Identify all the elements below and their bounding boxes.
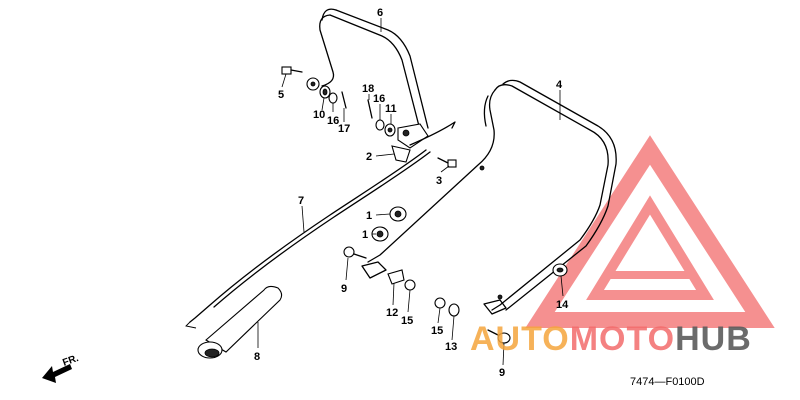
watermark-triangle-icon — [525, 135, 775, 328]
clip-part-2 — [391, 145, 411, 163]
callout-2: 2 — [366, 151, 372, 163]
callout-4: 4 — [556, 79, 563, 91]
callout-13: 13 — [445, 341, 457, 353]
grip-sleeve-part-8 — [197, 285, 283, 359]
washer-part-16a — [328, 92, 338, 104]
washer-part-16b — [375, 119, 385, 131]
nut-part-11 — [384, 123, 396, 137]
callout-1b: 1 — [362, 229, 368, 241]
callout-16b: 16 — [373, 93, 385, 105]
watermark-logo — [525, 135, 775, 328]
nut-part-15b — [434, 297, 446, 309]
bolt-part-5 — [281, 66, 303, 75]
callout-16a: 16 — [327, 115, 339, 127]
front-direction-indicator: FR. — [42, 353, 80, 383]
knob-part-1a — [389, 206, 407, 222]
lower-handle-part-4 — [361, 79, 617, 315]
front-arrow-icon — [42, 364, 72, 383]
knob-part-14 — [552, 263, 568, 277]
svg-text:AUTOMOTOHUB: AUTOMOTOHUB — [470, 320, 752, 358]
watermark-brand-hub: HUB — [675, 320, 752, 358]
callout-11: 11 — [385, 103, 397, 115]
callout-18: 18 — [362, 83, 374, 95]
knob-part-1b — [371, 226, 389, 242]
bolt-part-3 — [437, 157, 457, 168]
upper-handle-part-6 — [306, 8, 429, 149]
pin-part-18 — [367, 99, 373, 119]
callout-10: 10 — [313, 109, 325, 121]
callout-15a: 15 — [401, 315, 413, 327]
callout-14: 14 — [556, 299, 569, 311]
callout-6: 6 — [377, 7, 383, 19]
pin-part-17 — [341, 91, 347, 109]
callout-17: 17 — [338, 123, 350, 135]
callout-8: 8 — [254, 351, 260, 363]
washer-part-10 — [319, 85, 331, 99]
figure-code: 7474—F0100D — [630, 376, 705, 388]
callout-12: 12 — [386, 307, 398, 319]
watermark-brand-text: AUTOMOTOHUB — [470, 320, 752, 358]
callout-3: 3 — [436, 175, 442, 187]
callout-labels: 6 5 10 16 17 18 16 11 4 2 3 7 1 1 9 12 1… — [254, 7, 569, 379]
front-direction-label: FR. — [61, 353, 80, 369]
watermark-brand-auto: AUTO — [470, 320, 570, 358]
callout-5: 5 — [278, 89, 284, 101]
bolt-part-9a — [343, 246, 367, 259]
control-cable-part-7 — [185, 121, 456, 329]
washer-part-12 — [387, 269, 405, 285]
callout-9a: 9 — [341, 283, 347, 295]
leader-lines — [257, 18, 564, 366]
callout-9b: 9 — [499, 367, 505, 379]
callout-15b: 15 — [431, 325, 443, 337]
callout-1a: 1 — [366, 210, 372, 222]
bolt-part-9b — [487, 329, 511, 344]
callout-7: 7 — [298, 195, 304, 207]
nut-part-15a — [404, 279, 416, 291]
washer-part-13 — [448, 303, 460, 317]
watermark-brand-moto: MOTO — [570, 320, 675, 358]
